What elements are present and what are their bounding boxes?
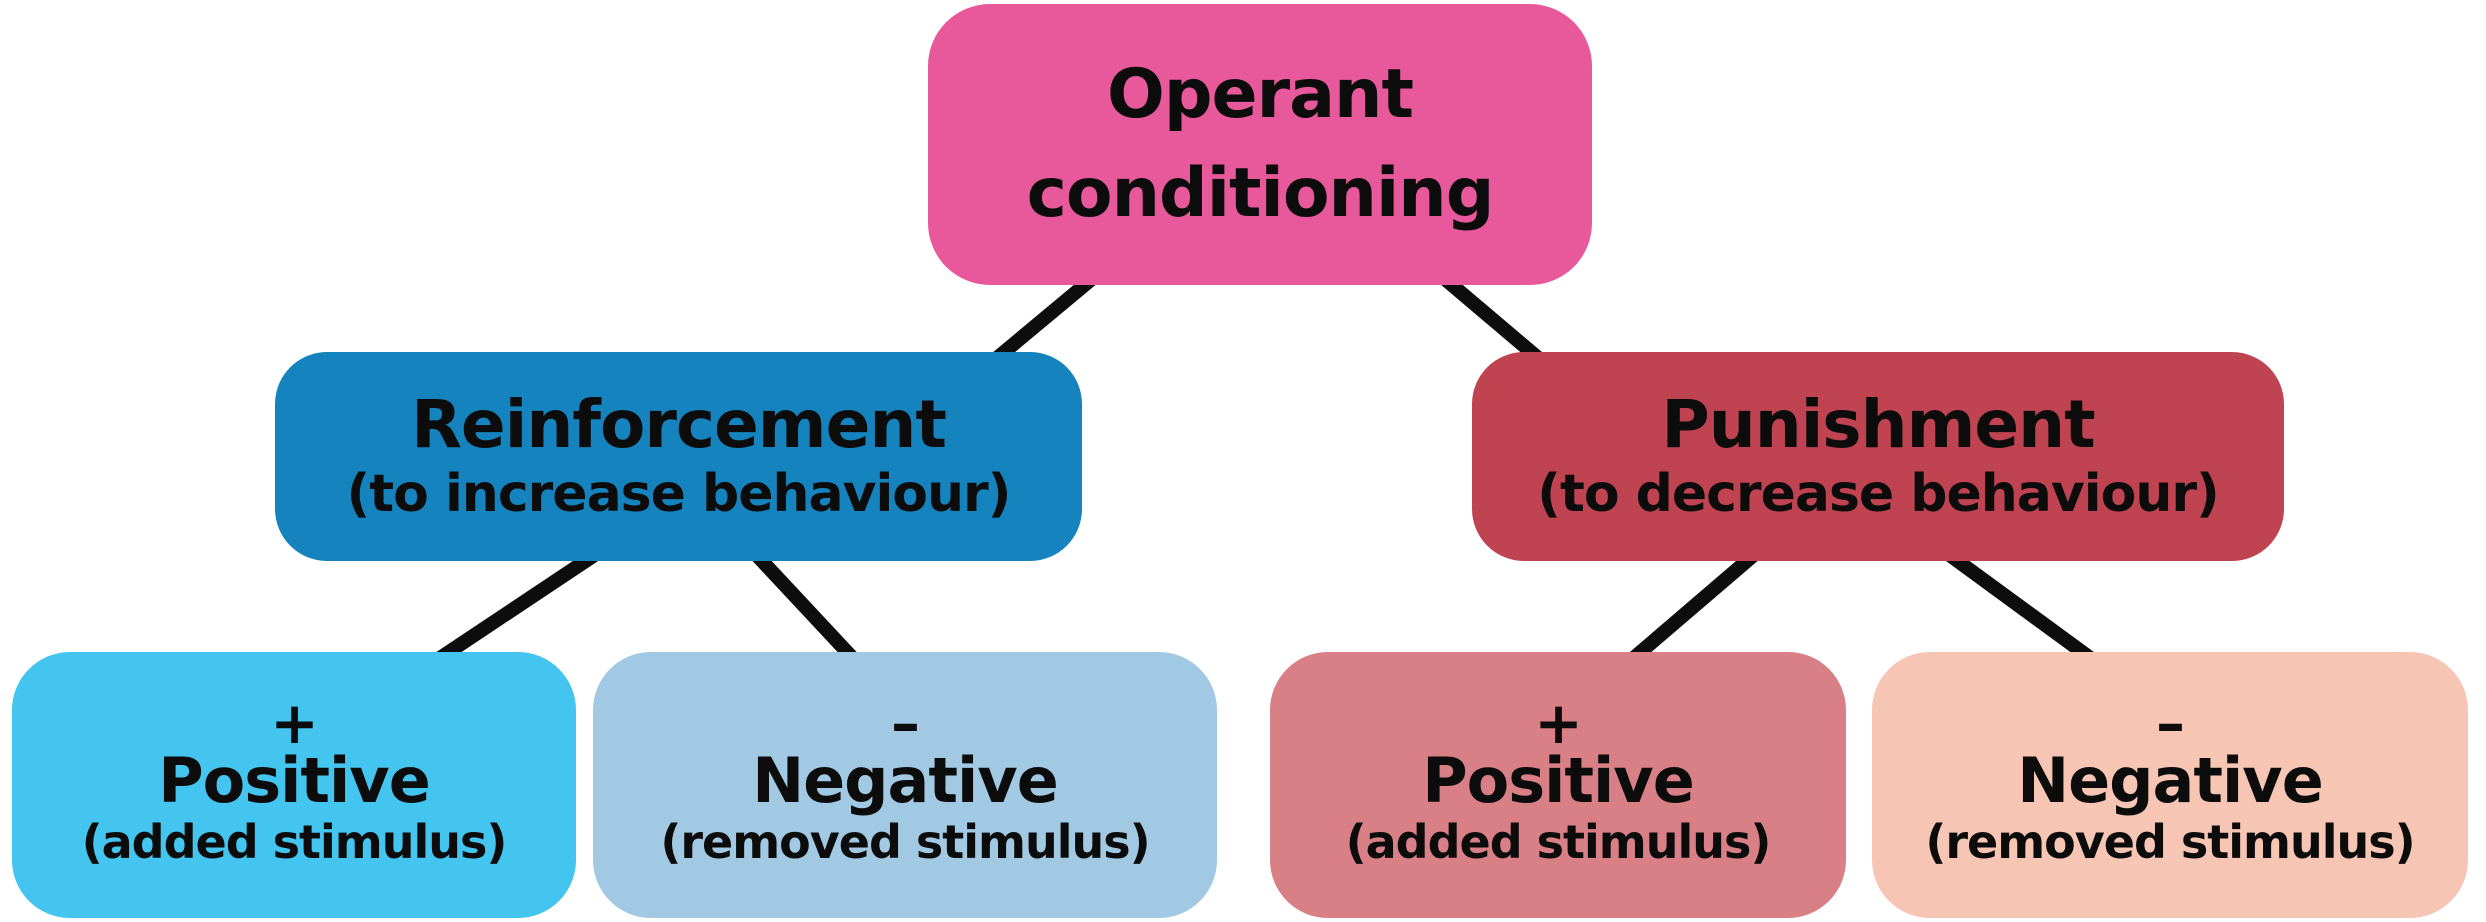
node-positive-reinforcement: + Positive (added stimulus): [12, 652, 576, 918]
node-positive-punishment-label: Positive: [1422, 743, 1695, 817]
minus-sign-icon: –: [2156, 689, 2185, 758]
connector-reinforcement-negative: [744, 543, 868, 673]
node-positive-reinforcement-label: Positive: [158, 743, 431, 817]
node-punishment-sublabel: (to decrease behaviour): [1537, 463, 2220, 524]
node-reinforcement: Reinforcement (to increase behaviour): [275, 352, 1082, 561]
node-operant-label: Operant conditioning: [1026, 54, 1495, 233]
node-negative-reinforcement-label: Negative: [752, 743, 1059, 817]
node-negative-punishment-sublabel: (removed stimulus): [1925, 815, 2415, 869]
node-punishment-label: Punishment: [1661, 386, 2095, 464]
minus-sign-icon: –: [891, 689, 920, 758]
plus-sign-icon: +: [1534, 689, 1583, 758]
node-positive-reinforcement-sublabel: (added stimulus): [81, 815, 508, 869]
node-positive-punishment-sublabel: (added stimulus): [1345, 815, 1772, 869]
node-positive-punishment: + Positive (added stimulus): [1270, 652, 1846, 918]
connector-punishment-positive: [1617, 542, 1767, 674]
node-negative-punishment: – Negative (removed stimulus): [1872, 652, 2468, 918]
node-reinforcement-label: Reinforcement: [411, 386, 947, 464]
node-operant-conditioning: Operant conditioning: [928, 4, 1592, 285]
connector-reinforcement-positive: [421, 542, 609, 674]
node-punishment: Punishment (to decrease behaviour): [1472, 352, 2284, 561]
node-negative-reinforcement: – Negative (removed stimulus): [593, 652, 1217, 918]
connector-punishment-negative: [1935, 542, 2109, 674]
node-negative-reinforcement-sublabel: (removed stimulus): [660, 815, 1150, 869]
node-reinforcement-sublabel: (to increase behaviour): [346, 463, 1012, 524]
plus-sign-icon: +: [270, 689, 319, 758]
node-negative-punishment-label: Negative: [2017, 743, 2324, 817]
